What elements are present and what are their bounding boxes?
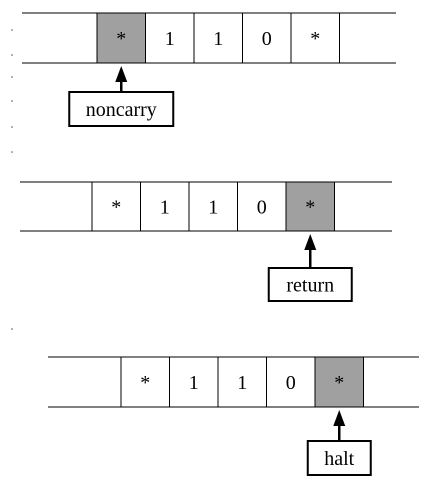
cell-symbol: *: [334, 372, 344, 394]
cell-symbol: 1: [213, 28, 223, 50]
cell-symbol: 1: [160, 197, 170, 219]
cell-symbol: 1: [165, 28, 175, 50]
tape-cell: [145, 12, 195, 64]
state-box: [68, 91, 175, 127]
cell-symbol: *: [140, 372, 150, 394]
margin-dots: [11, 29, 13, 330]
tape-1: * 1 1 0 * noncarry: [22, 12, 396, 127]
tape-cell: [120, 356, 170, 408]
state-box: [267, 267, 353, 302]
tape-cell: [290, 12, 340, 64]
tape-cell-head: [285, 181, 335, 232]
cell-symbol: 0: [257, 197, 267, 219]
cell-symbol: *: [116, 28, 126, 50]
tape-cell: [217, 356, 267, 408]
tape-2: * 1 1 0 * return: [20, 181, 392, 302]
cell-symbol: *: [111, 197, 121, 219]
cell-symbol: 1: [237, 372, 247, 394]
state-label: return: [286, 275, 334, 297]
tape-3: * 1 1 0 * halt: [48, 356, 419, 476]
state-label: halt: [324, 448, 354, 470]
tape-cell: [91, 181, 141, 232]
cell-symbol: *: [310, 28, 320, 50]
tape-cell: [188, 181, 238, 232]
cell-symbol: 1: [208, 197, 218, 219]
arrow-head-icon: [304, 234, 317, 250]
tape-cell-head: [314, 356, 364, 408]
tape-cell-head: [96, 12, 146, 64]
cell-symbol: 0: [286, 372, 296, 394]
cell-symbol: 1: [189, 372, 199, 394]
arrow-head-icon: [333, 410, 346, 426]
tape-cell: [266, 356, 316, 408]
tape-cell: [242, 12, 292, 64]
state-box: [306, 440, 372, 476]
tape-cell: [169, 356, 219, 408]
cell-symbol: *: [305, 197, 315, 219]
arrow-head-icon: [115, 66, 128, 82]
state-label: noncarry: [86, 99, 157, 121]
tape-cell: [193, 12, 243, 64]
cell-symbol: 0: [262, 28, 272, 50]
